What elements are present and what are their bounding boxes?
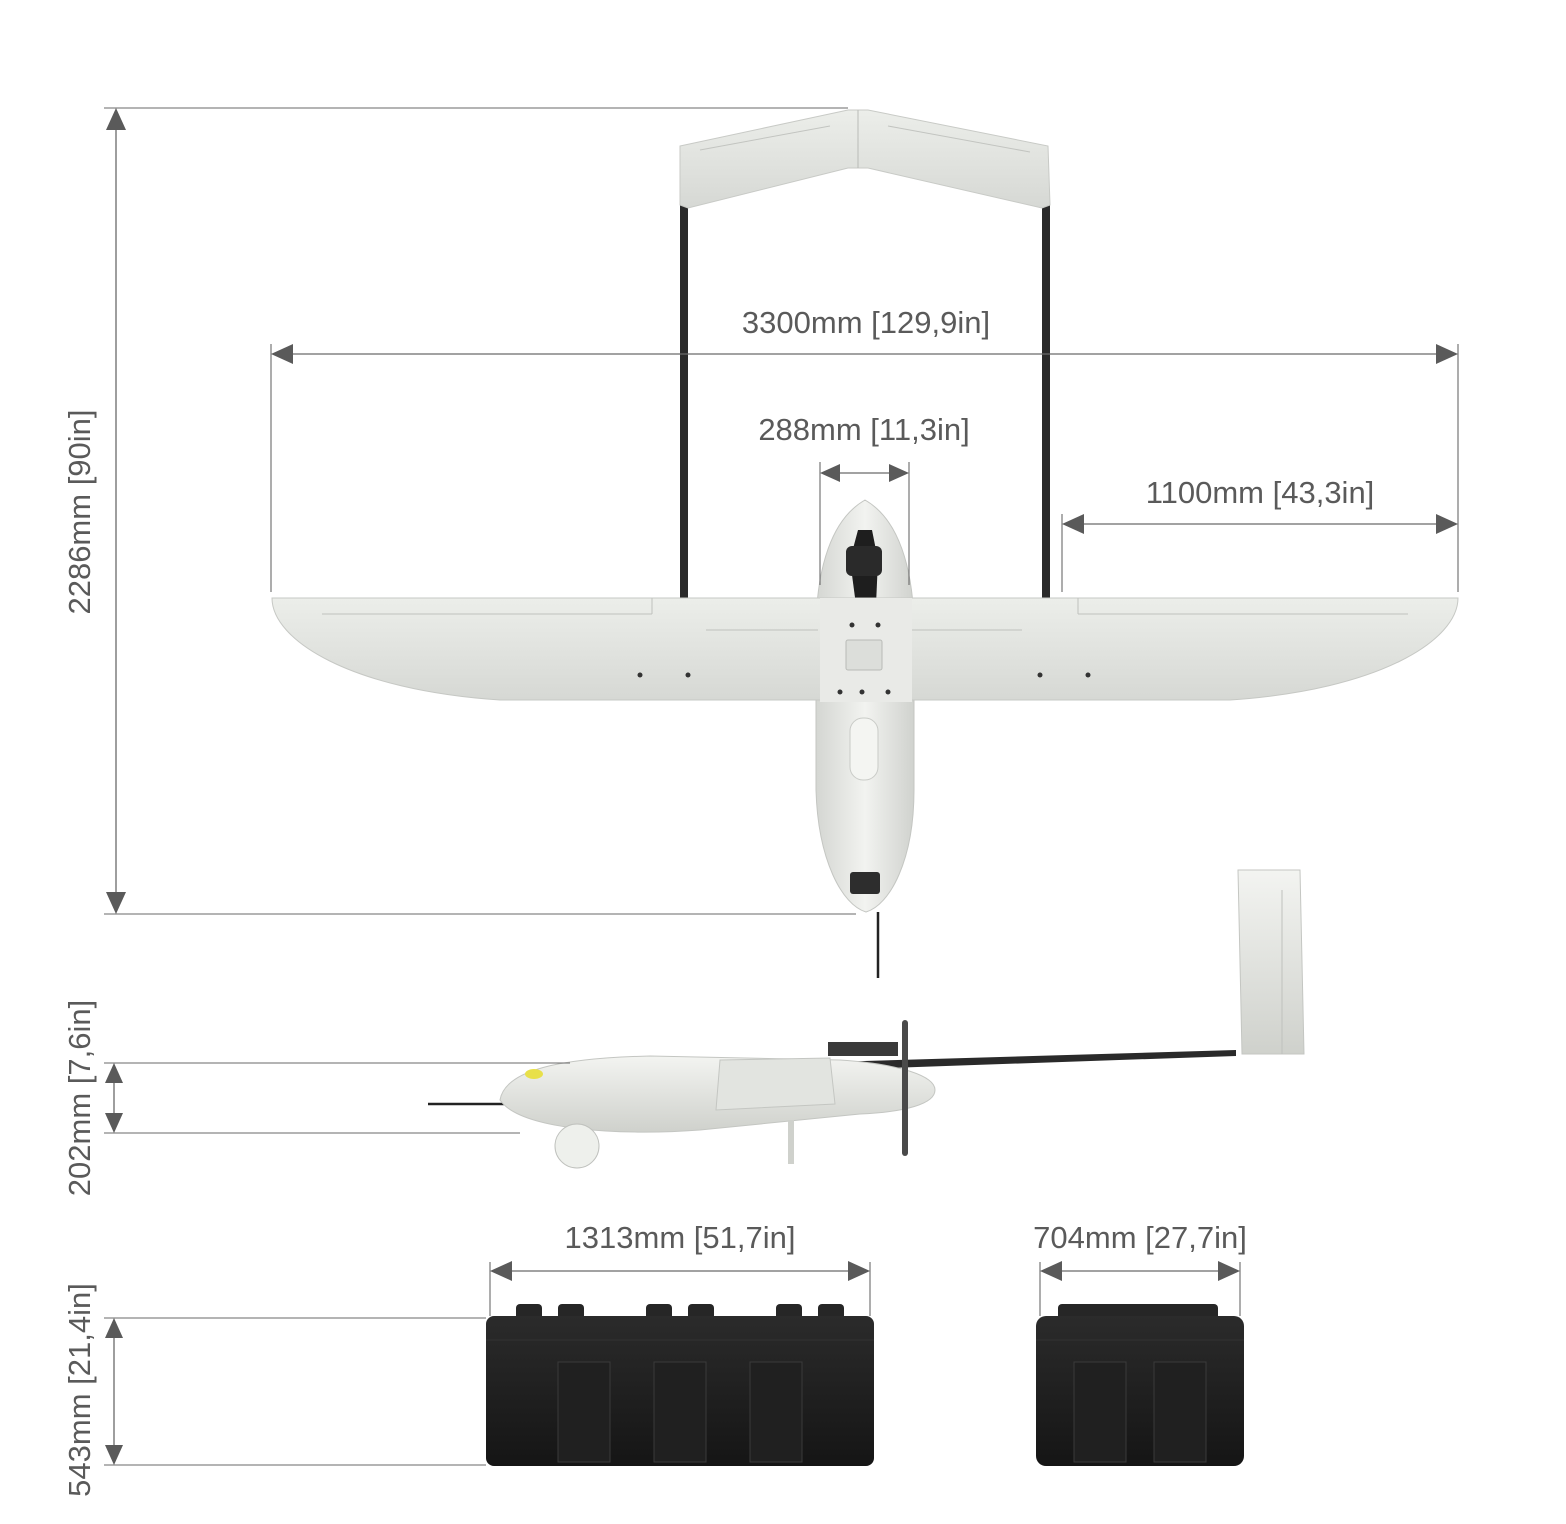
right-tail-boom [1042,205,1050,598]
left-tail-boom [680,205,688,598]
arrowhead [889,464,909,482]
arrowhead [105,1318,123,1338]
arrowhead [1040,1261,1062,1281]
side-tail-boom [830,1050,1236,1070]
arrowhead [820,464,840,482]
arrowhead [1062,514,1084,534]
side-propeller [902,1020,908,1156]
side-view-aircraft [428,869,1305,1169]
dimension-wingspan: 3300mm [129,9in] [270,305,1459,592]
arrowhead [848,1261,870,1281]
dimension-large-case: 1313mm [51,7in] [489,1220,871,1316]
small-case-label: 704mm [27,7in] [1033,1220,1247,1255]
arrowhead [106,892,126,914]
small-transport-case [1036,1304,1244,1466]
wingspan-label: 3300mm [129,9in] [742,305,990,340]
dimension-total-length: 2286mm [90in] [62,107,856,915]
side-gimbal-camera [554,1123,600,1169]
outer-wing-label: 1100mm [43,3in] [1146,475,1375,510]
side-tail-fin [1237,869,1305,1055]
total-length-label: 2286mm [90in] [62,409,97,614]
large-transport-case [486,1304,874,1466]
top-view-aircraft [271,109,1459,978]
fuselage-width-label: 288mm [11,3in] [758,412,969,447]
arrowhead [106,108,126,130]
arrowhead [105,1113,123,1133]
fuselage-height-label: 202mm [7,6in] [62,1000,97,1196]
dimension-small-case: 704mm [27,7in] [1033,1220,1247,1316]
dimension-outer-wing: 1100mm [43,3in] [1061,475,1458,592]
arrowhead [105,1063,123,1083]
side-yellow-marker [525,1069,543,1079]
dimension-fuselage-width: 288mm [11,3in] [758,412,970,585]
case-height-label: 543mm [21,4in] [62,1283,97,1497]
arrowhead [1218,1261,1240,1281]
arrowhead [1436,514,1458,534]
arrowhead [271,344,293,364]
dimension-case-height: 543mm [21,4in] [62,1283,486,1497]
arrowhead [105,1445,123,1465]
arrowhead [490,1261,512,1281]
arrowhead [1436,344,1458,364]
tail-surface [679,109,1051,209]
nose-sensor [850,872,880,894]
large-case-label: 1313mm [51,7in] [565,1220,796,1255]
dimension-fuselage-height: 202mm [7,6in] [62,1000,570,1196]
